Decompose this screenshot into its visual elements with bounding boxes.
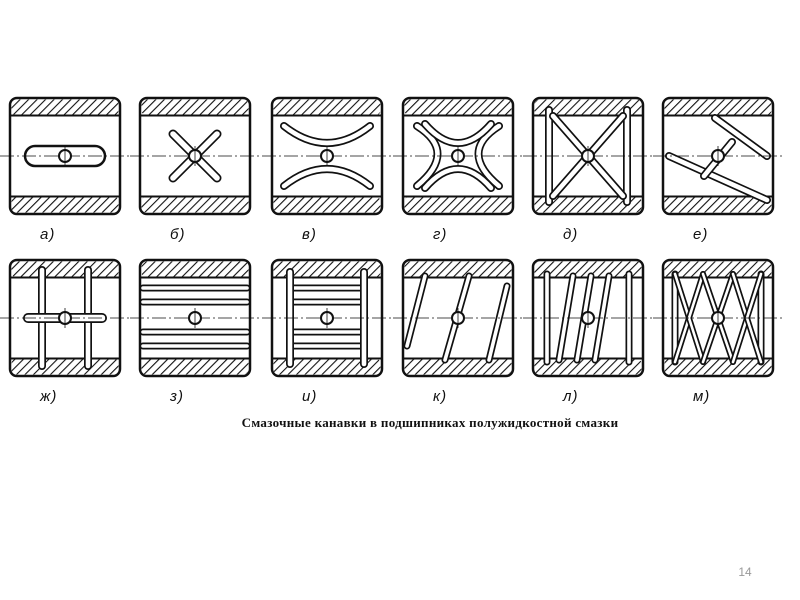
hatch-bottom <box>664 196 772 213</box>
caption-b: б) <box>170 226 186 243</box>
hatch-bottom <box>141 358 249 375</box>
hatch-bottom <box>534 196 642 213</box>
hatch-top <box>534 99 642 116</box>
groove-core <box>281 166 373 189</box>
hatch-top <box>273 99 381 116</box>
groove-core <box>414 123 440 189</box>
hatch-top <box>664 99 772 116</box>
groove-core <box>557 274 575 362</box>
caption-k: к) <box>433 388 448 405</box>
panel-g <box>393 96 523 216</box>
figure-title: Смазочные канавки в подшипниках полужидк… <box>241 415 619 430</box>
hatch-bottom <box>273 196 381 213</box>
hatch-top <box>534 261 642 278</box>
caption-g: г) <box>433 226 448 243</box>
panel-zh <box>0 258 130 378</box>
caption-a: а) <box>40 226 56 243</box>
panel-i <box>262 258 392 378</box>
groove-core <box>712 115 770 159</box>
hatch-top <box>404 99 512 116</box>
panel-k <box>393 258 523 378</box>
page-number: 14 <box>738 565 752 579</box>
panel-m <box>653 258 783 378</box>
hatch-bottom <box>11 358 119 375</box>
groove-core <box>487 284 509 362</box>
panel-l <box>523 258 653 378</box>
hatch-bottom <box>273 358 381 375</box>
hatch-top <box>11 99 119 116</box>
panel-v <box>262 96 392 216</box>
caption-d: д) <box>563 226 579 243</box>
panel-e <box>653 96 783 216</box>
caption-z: з) <box>170 388 184 405</box>
hatch-top <box>141 99 249 116</box>
groove-core <box>422 166 494 191</box>
groove-core <box>422 121 494 146</box>
hatch-bottom <box>141 196 249 213</box>
caption-l: л) <box>563 388 579 405</box>
hatch-top <box>273 261 381 278</box>
hatch-bottom <box>11 196 119 213</box>
panel-d <box>523 96 653 216</box>
groove-core <box>666 153 770 203</box>
hatch-top <box>141 261 249 278</box>
caption-e: е) <box>693 226 709 243</box>
groove-core <box>476 123 502 189</box>
caption-i: и) <box>302 388 318 405</box>
hatch-bottom <box>664 358 772 375</box>
panel-b <box>130 96 260 216</box>
caption-zh: ж) <box>40 388 58 405</box>
panel-z <box>130 258 260 378</box>
hatch-bottom <box>404 196 512 213</box>
caption-m: м) <box>693 388 711 405</box>
hatch-top <box>664 261 772 278</box>
hatch-bottom <box>404 358 512 375</box>
hatch-top <box>404 261 512 278</box>
groove-core <box>405 274 427 348</box>
hatch-bottom <box>534 358 642 375</box>
hatch-top <box>11 261 119 278</box>
groove-core <box>281 123 373 146</box>
caption-v: в) <box>302 226 317 243</box>
panel-a <box>0 96 130 216</box>
